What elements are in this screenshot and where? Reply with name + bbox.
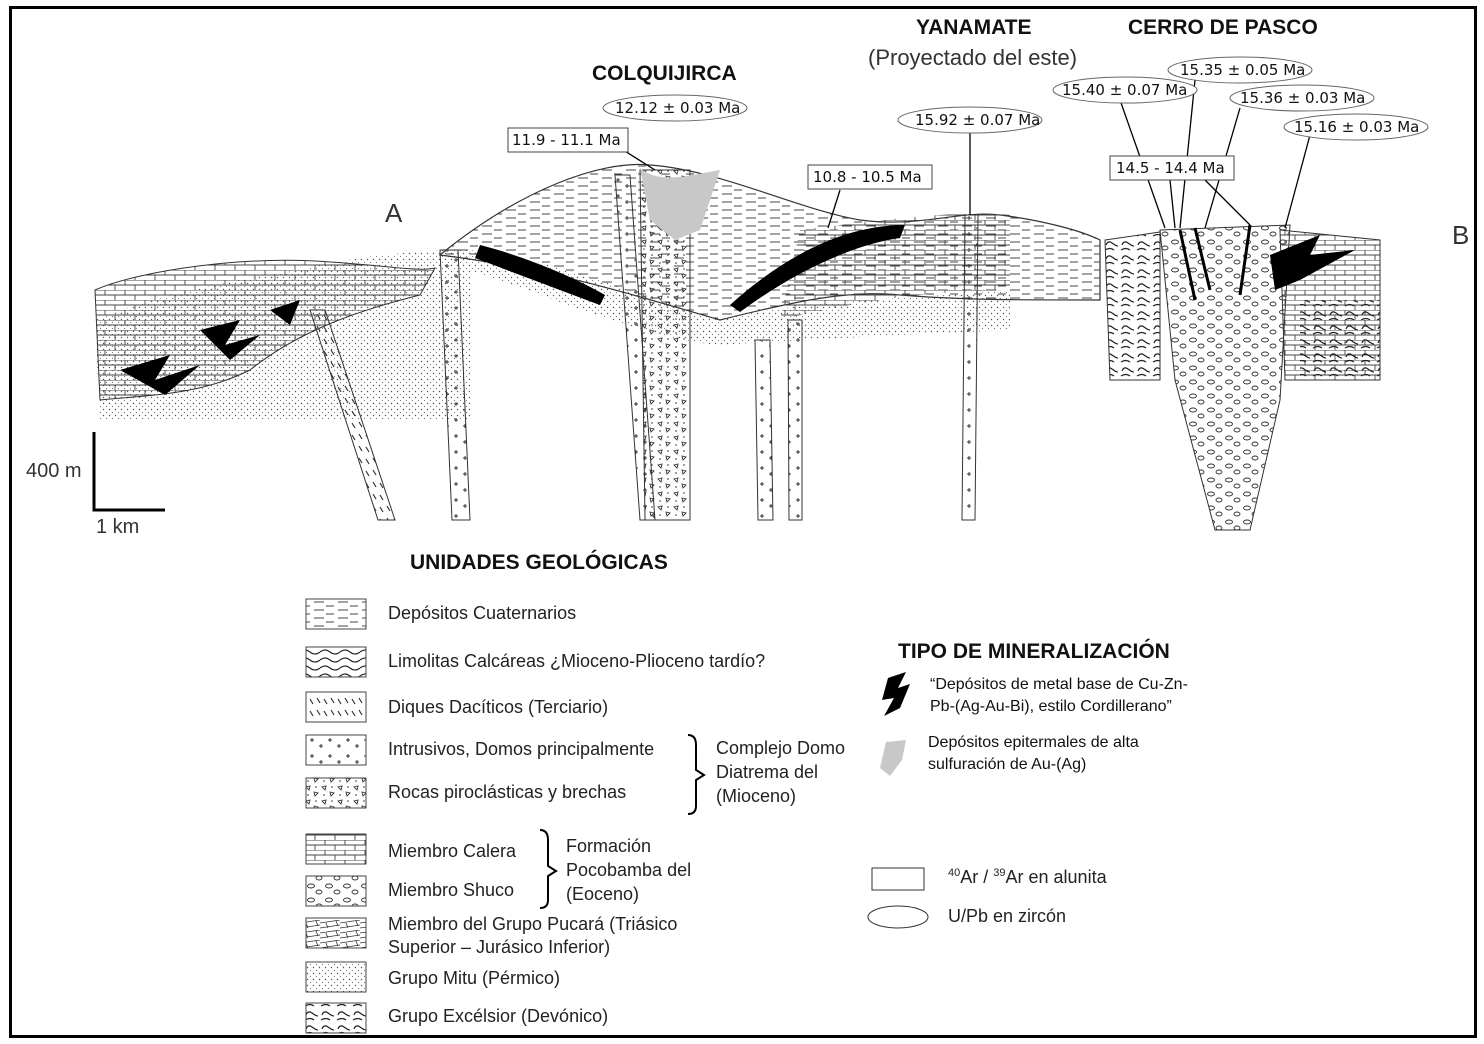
age-colq-zircon: 12.12 ± 0.03 Ma <box>615 99 740 117</box>
alunite-box-symbol <box>872 868 924 890</box>
mineralization-title: TIPO DE MINERALIZACIÓN <box>898 640 1170 664</box>
age-mid-alunite: 10.8 - 10.5 Ma <box>813 168 922 186</box>
age-cdp-zircon-4: 15.16 ± 0.03 Ma <box>1294 118 1419 136</box>
dike-3 <box>962 215 978 520</box>
age-cdp-zircon-3: 15.36 ± 0.03 Ma <box>1240 89 1365 107</box>
age-colq-alunite: 11.9 - 11.1 Ma <box>512 131 621 149</box>
unit-label: Miembro Shuco <box>388 880 514 901</box>
group-pocobamba-line: Pocobamba del <box>566 860 691 881</box>
scale-horizontal: 1 km <box>96 516 139 539</box>
locality-yanamate-note: (Proyectado del este) <box>868 45 1077 71</box>
unit-label: Grupo Excélsior (Devónico) <box>388 1006 608 1027</box>
cdp-diatreme <box>1160 225 1290 530</box>
age-yana-zircon: 15.92 ± 0.07 Ma <box>915 111 1040 129</box>
point-a-label: A <box>385 198 402 229</box>
unit-label: Miembro del Grupo Pucará (Triásico Super… <box>388 913 738 959</box>
legend-swatches <box>306 599 366 1033</box>
unit-label: Intrusivos, Domos principalmente <box>388 739 654 760</box>
dike-5 <box>788 320 802 520</box>
cdp-swirl-east <box>1300 300 1380 380</box>
bracket-domo <box>688 735 704 814</box>
group-pocobamba-line: (Eoceno) <box>566 884 639 905</box>
epithermal-icon <box>880 740 906 776</box>
point-b-label: B <box>1452 220 1469 251</box>
scale-vertical: 400 m <box>26 460 82 483</box>
locality-yanamate: YANAMATE <box>916 16 1032 40</box>
alunite-legend: 40Ar / 39Ar en alunita <box>948 867 1107 888</box>
cdp-basement <box>1105 232 1160 380</box>
base-metal-line: Pb-(Ag-Au-Bi), estilo Cordillerano” <box>930 698 1172 716</box>
unit-label: Rocas piroclásticas y brechas <box>388 782 626 803</box>
locality-cerro-de-pasco: CERRO DE PASCO <box>1128 16 1318 40</box>
unit-label: Grupo Mitu (Pérmico) <box>388 968 560 989</box>
group-pocobamba-line: Formación <box>566 836 651 857</box>
unit-label: Miembro Calera <box>388 841 516 862</box>
age-cdp-zircon-2: 15.35 ± 0.05 Ma <box>1180 61 1305 79</box>
zircon-legend: U/Pb en zircón <box>948 906 1066 927</box>
group-domo-line: Diatrema del <box>716 762 818 783</box>
base-metal-icon <box>882 672 910 716</box>
unit-label: Diques Dacíticos (Terciario) <box>388 697 608 718</box>
unit-label: Limolitas Calcáreas ¿Mioceno-Plioceno ta… <box>388 651 765 672</box>
bracket-pocobamba <box>540 830 556 908</box>
group-domo-line: Complejo Domo <box>716 738 845 759</box>
epithermal-line: sulfuración de Au-(Ag) <box>928 756 1086 774</box>
zircon-ellipse-symbol <box>868 906 928 928</box>
age-cdp-zircon-1: 15.40 ± 0.07 Ma <box>1062 81 1187 99</box>
scale-bar <box>94 432 165 510</box>
units-title: UNIDADES GEOLÓGICAS <box>410 551 668 575</box>
locality-colquijirca: COLQUIJIRCA <box>592 62 737 86</box>
unit-label: Depósitos Cuaternarios <box>388 603 576 624</box>
group-domo-line: (Mioceno) <box>716 786 796 807</box>
base-metal-line: “Depósitos de metal base de Cu-Zn- <box>930 676 1188 694</box>
age-cdp-alunite: 14.5 - 14.4 Ma <box>1116 159 1225 177</box>
dike-4 <box>755 340 773 520</box>
epithermal-line: Depósitos epitermales de alta <box>928 734 1139 752</box>
